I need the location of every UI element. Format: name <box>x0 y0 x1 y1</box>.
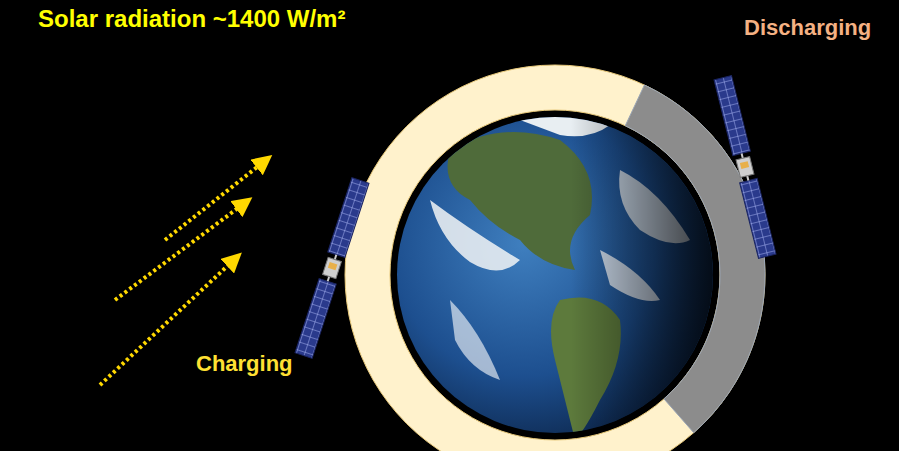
earth <box>397 114 713 440</box>
title-label: Solar radiation ~1400 W/m² <box>38 6 345 32</box>
satellite <box>295 178 369 359</box>
satellite <box>714 76 776 259</box>
sunlit-orbit <box>345 65 765 451</box>
phase-label: Charging <box>196 352 293 376</box>
phase-label: Discharging <box>744 16 871 40</box>
